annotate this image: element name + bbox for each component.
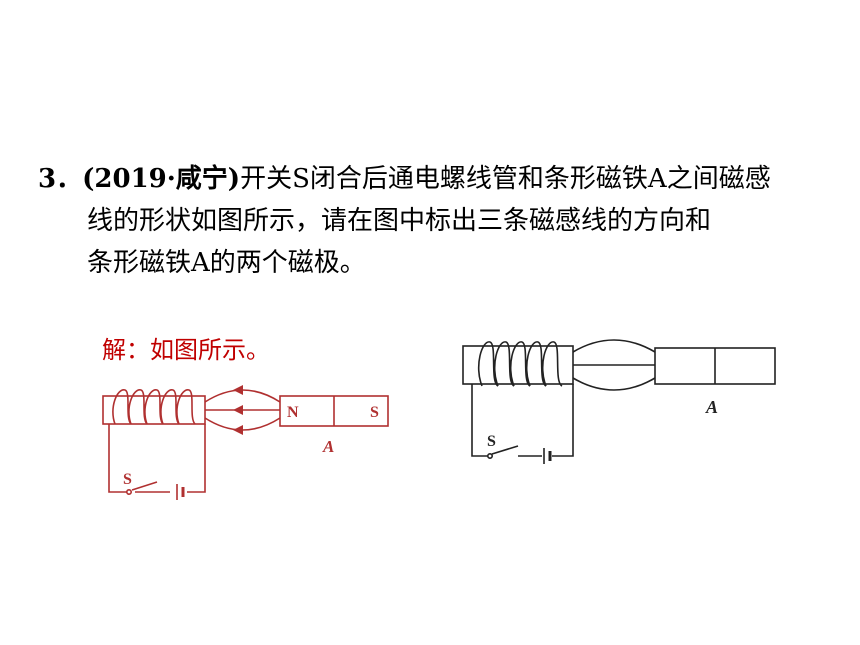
- answer-arrow-icon: [233, 405, 243, 415]
- question-number: 3．: [38, 164, 83, 194]
- answer-circuit-wire: [108, 424, 206, 493]
- answer-arrow-icon: [233, 425, 243, 435]
- question-field-line-top: [572, 339, 656, 353]
- question-coil: [477, 341, 563, 387]
- answer-label: 解：如图所示。: [102, 336, 270, 364]
- question-magnet-label: A: [705, 397, 718, 417]
- answer-figure: N S A S: [102, 385, 389, 500]
- question-line-1: 开关S闭合后通电螺线管和条形磁铁A之间磁感: [240, 164, 771, 194]
- answer-magnet-label: A: [322, 437, 334, 456]
- answer-solenoid-core: [102, 395, 206, 425]
- answer-switch-label: S: [123, 471, 132, 488]
- answer-coil: [112, 389, 196, 425]
- question-figure: A S: [462, 339, 776, 464]
- question-line-2: 线的形状如图所示，请在图中标出三条磁感线的方向和: [87, 206, 712, 236]
- question-switch-label: S: [487, 433, 496, 450]
- question-switch-contact: [486, 453, 493, 460]
- answer-switch-contact: [125, 489, 132, 496]
- question-field-line-bottom: [572, 377, 656, 391]
- answer-arrow-icon: [233, 385, 243, 395]
- question-text: 3．(2019·咸宁)开关S闭合后通电螺线管和条形磁铁A之间磁感 线的形状如图所…: [38, 158, 828, 284]
- question-citation: (2019·咸宁): [82, 164, 241, 194]
- question-line-3: 条形磁铁A的两个磁极。: [87, 248, 366, 278]
- answer-pole-right: S: [370, 404, 379, 421]
- answer-pole-left: N: [287, 404, 299, 421]
- question-circuit-wire: [471, 384, 574, 457]
